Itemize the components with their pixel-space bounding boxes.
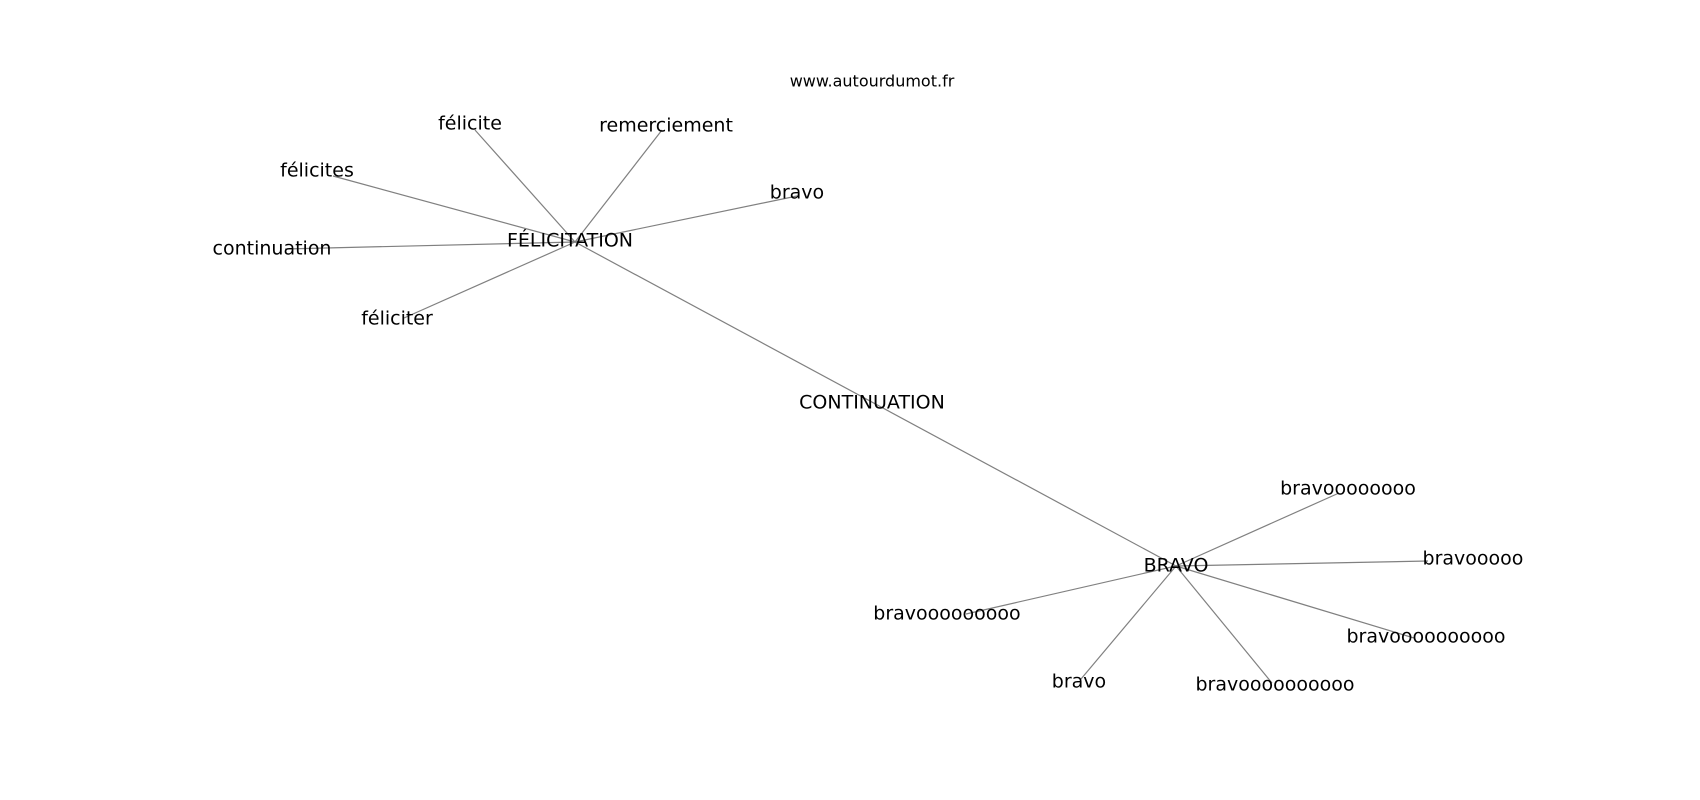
- edge-bravo-hub-bravooooo: [1175, 560, 1429, 567]
- node-label-bravoooooooo-9: bravoooooooo: [1280, 478, 1416, 500]
- node-label-bravooooo: bravooooo: [1423, 548, 1524, 570]
- node-label-continuation-hub: CONTINUATION: [799, 392, 945, 414]
- node-label-felicites: félicites: [280, 160, 354, 182]
- edge-felicitation-continuation: [284, 241, 576, 250]
- node-label-bravo-1: bravo: [770, 182, 824, 204]
- edge-felicitation-feliciter: [403, 241, 576, 319]
- graph-node-labels: FÉLICITATION CONTINUATION BRAVO félicite rem…: [213, 113, 1524, 696]
- edge-bravo-hub-bravooooooooo: [1175, 565, 1273, 684]
- edge-felicitation-bravo-1: [574, 195, 798, 243]
- node-label-felicite: félicite: [438, 113, 502, 135]
- edge-felicitation-bravo-hub: [574, 241, 1177, 567]
- edge-bravo-hub-bravoooooooo-8: [965, 565, 1177, 615]
- node-label-bravoooooooo-8: bravooooooooo: [873, 603, 1020, 625]
- node-label-felicitation: FÉLICITATION: [507, 229, 633, 252]
- edge-felicitation-felicites: [332, 175, 576, 243]
- graph-edges: [284, 129, 1429, 684]
- edge-felicitation-remerciement: [574, 129, 663, 243]
- source-watermark: www.autourdumot.fr: [790, 72, 955, 91]
- edge-bravo-hub-bravo-2: [1080, 565, 1177, 680]
- node-label-bravooooooooo: bravoooooooooo: [1195, 674, 1354, 696]
- node-label-feliciter: féliciter: [361, 308, 433, 330]
- node-label-bravo-2: bravo: [1052, 671, 1106, 693]
- node-label-remerciement: remerciement: [599, 115, 733, 137]
- edge-bravo-hub-bravooooooooooo: [1175, 565, 1415, 639]
- node-label-bravo-hub: BRAVO: [1144, 555, 1209, 577]
- edge-bravo-hub-bravoooooooo-9: [1175, 492, 1340, 567]
- edge-felicitation-felicite: [474, 129, 576, 243]
- node-label-bravooooooooooo: bravoooooooooo: [1346, 626, 1505, 648]
- node-label-continuation: continuation: [213, 238, 332, 260]
